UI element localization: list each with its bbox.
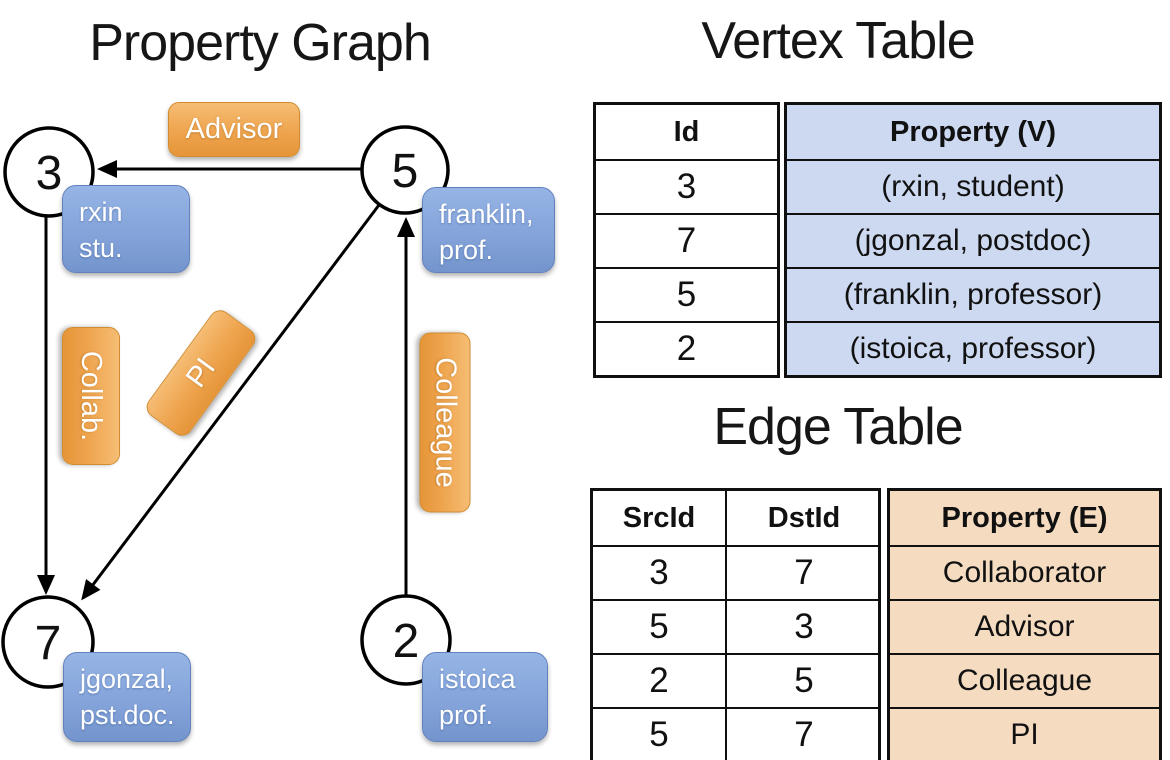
vertex-id-cell: 7 [596, 213, 777, 267]
vertex-table-id-column: Id 3 7 5 2 [593, 102, 780, 378]
edge-label-advisor-text: Advisor [185, 113, 283, 145]
edge-srcid-cell: 2 [593, 653, 725, 707]
edge-property-header: Property (E) [890, 491, 1159, 545]
edge-property-cell: Advisor [890, 599, 1159, 653]
node-5-id: 5 [392, 145, 419, 198]
node-7-property-box: jgonzal, pst.doc. [63, 652, 191, 742]
vertex-table-property-column: Property (V) (rxin, student) (jgonzal, p… [784, 102, 1162, 378]
vertex-id-cell: 5 [596, 267, 777, 321]
edge-label-colleague: Colleague [419, 332, 471, 513]
vertex-property-header: Property (V) [787, 105, 1159, 159]
edge-property-cell: Colleague [890, 653, 1159, 707]
node-2-property-box: istoica prof. [422, 652, 548, 742]
edge-label-advisor: Advisor [168, 102, 300, 157]
edge-table-property-column: Property (E) Collaborator Advisor Collea… [887, 488, 1162, 760]
edge-dstid-cell: 3 [725, 599, 881, 653]
edge-pi-5-to-7 [81, 204, 381, 601]
vertex-id-header: Id [673, 115, 700, 148]
edge-property-cell: PI [890, 707, 1159, 760]
edge-label-pi-text: PI [179, 352, 222, 394]
vertex-id-cell: 3 [596, 159, 777, 213]
node-2-prop-line1: istoica [439, 664, 516, 694]
node-3-id: 3 [36, 147, 63, 200]
edge-label-collab: Collab. [62, 327, 120, 465]
node-2-id: 2 [393, 615, 420, 668]
edge-dstid-cell: 7 [725, 545, 881, 599]
property-graph-title: Property Graph [89, 14, 432, 72]
vertex-property-cell: (rxin, student) [787, 159, 1159, 213]
node-2-prop-line2: prof. [439, 700, 494, 730]
node-7-prop-line2: pst.doc. [80, 700, 175, 730]
vertex-property-cell: (franklin, professor) [787, 267, 1159, 321]
node-3-prop-line1: rxin [79, 197, 123, 227]
edge-dstid-cell: 7 [725, 707, 881, 760]
edge-srcid-cell: 3 [593, 545, 725, 599]
edge-dstid-header: DstId [725, 491, 881, 545]
edge-srcid-cell: 5 [593, 707, 725, 760]
edge-label-collab-text: Collab. [75, 350, 108, 442]
node-7-id: 7 [35, 617, 62, 670]
node-7-prop-line1: jgonzal, [80, 664, 174, 694]
edge-srcid-cell: 5 [593, 599, 725, 653]
vertex-table-title: Vertex Table [701, 12, 975, 70]
edge-table-title: Edge Table [713, 398, 963, 456]
edge-dstid-cell: 5 [725, 653, 881, 707]
node-5-property-box: franklin, prof. [422, 187, 555, 273]
edge-srcid-header: SrcId [622, 501, 696, 534]
node-5-prop-line2: prof. [439, 235, 494, 265]
node-3-property-box: rxin stu. [62, 185, 190, 273]
node-5-prop-line1: franklin, [439, 199, 534, 229]
edge-property-cell: Collaborator [890, 545, 1159, 599]
vertex-id-cell: 2 [596, 321, 777, 375]
edge-label-colleague-text: Colleague [429, 357, 462, 488]
node-3-prop-line2: stu. [79, 233, 123, 263]
edge-table-id-columns: SrcId DstId 3 7 5 3 2 5 5 7 [590, 488, 881, 760]
vertex-property-cell: (istoica, professor) [787, 321, 1159, 375]
vertex-property-cell: (jgonzal, postdoc) [787, 213, 1159, 267]
